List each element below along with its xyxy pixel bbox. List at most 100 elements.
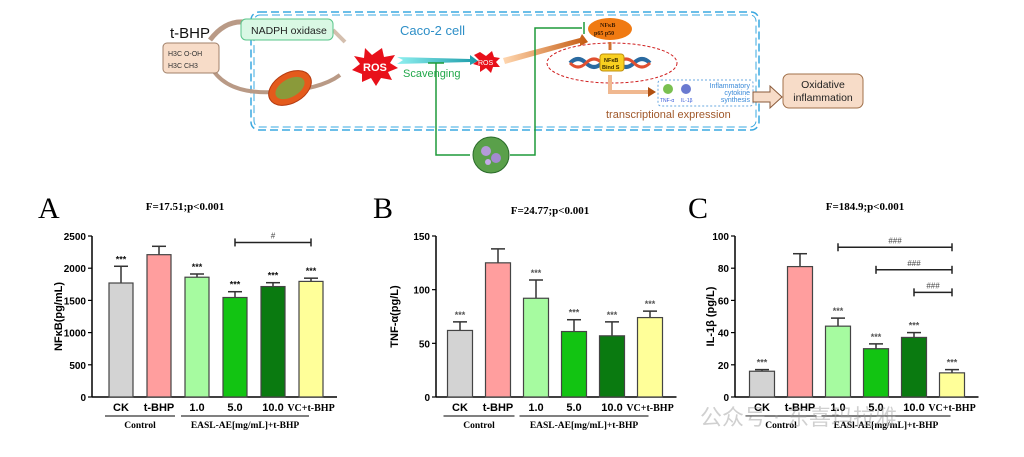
bracket-label: ### xyxy=(888,236,902,245)
bar-5.0 xyxy=(222,296,248,398)
nfkb-complex xyxy=(588,18,632,40)
x-tick-label: 5.0 xyxy=(227,402,242,414)
bracket-label: ### xyxy=(926,281,940,290)
ros-to-nfkb-arrow xyxy=(503,34,588,64)
bar-VC+t-BHP xyxy=(298,280,324,398)
x-tick-label: 1.0 xyxy=(189,402,204,414)
bar-VC+t-BHP xyxy=(938,372,966,398)
bar-CK xyxy=(748,370,776,398)
bar-1.0 xyxy=(184,276,210,398)
x-tick-label: VC+t-BHP xyxy=(287,403,334,414)
bar-1.0 xyxy=(824,325,852,398)
group-label: EASL-AE[mg/mL]+t-BHP xyxy=(191,421,300,431)
oxidative-inflammation-box xyxy=(782,73,864,109)
y-tick-label: 0 xyxy=(80,393,86,404)
nadph-oxidase-box xyxy=(240,18,334,41)
significance-label: *** xyxy=(268,271,279,281)
svg-text:H3C O-OH: H3C O-OH xyxy=(168,51,202,58)
svg-text:Bind S: Bind S xyxy=(602,65,620,71)
bar-1.0 xyxy=(522,297,550,398)
inhibition-line xyxy=(435,27,582,156)
y-tick-label: 150 xyxy=(413,232,430,243)
svg-text:inflammation: inflammation xyxy=(793,92,853,104)
significance-label: *** xyxy=(757,358,768,368)
x-tick-label: t-BHP xyxy=(483,402,514,414)
x-tick-label: CK xyxy=(754,402,770,414)
y-tick-label: 1500 xyxy=(64,296,87,307)
bar-10.0 xyxy=(598,335,626,398)
ros-burst-small-icon xyxy=(473,51,500,73)
svg-text:IL-1β: IL-1β xyxy=(681,98,693,104)
significance-label: *** xyxy=(871,332,882,342)
y-tick-label: 40 xyxy=(718,329,730,340)
bar-CK xyxy=(446,329,474,398)
ros-burst-icon xyxy=(352,48,398,86)
plant-extract-icon xyxy=(472,136,510,174)
y-tick-label: 0 xyxy=(723,393,729,404)
group-label: Control xyxy=(124,421,156,431)
x-tick-label: 10.0 xyxy=(903,402,924,414)
y-tick-label: 2000 xyxy=(64,264,87,275)
ros-arrow xyxy=(397,55,478,65)
svg-text:TNF-α: TNF-α xyxy=(660,98,674,104)
bar-VC+t-BHP xyxy=(636,316,664,398)
mechanism-diagram: t-BHP H3C O-OH H3C CH3 NADPH oxidase Cac… xyxy=(162,11,864,174)
y-tick-label: 60 xyxy=(718,296,730,307)
svg-text:Inflammatory: Inflammatory xyxy=(710,83,751,90)
svg-text:Oxidative: Oxidative xyxy=(801,79,845,91)
tbhp-label: t-BHP xyxy=(170,25,210,42)
tnf-protein-icon xyxy=(663,84,673,94)
significance-label: *** xyxy=(833,306,844,316)
tbhp-structure xyxy=(162,42,220,74)
y-tick-label: 1000 xyxy=(64,329,87,340)
group-label: EASL-AE[mg/mL]+t-BHP xyxy=(530,421,639,431)
svg-text:NADPH oxidase: NADPH oxidase xyxy=(251,25,327,37)
chart-title: F=24.77;p<0.001 xyxy=(511,205,590,217)
bar-5.0 xyxy=(560,330,588,398)
y-tick-label: 2500 xyxy=(64,232,87,243)
significance-label: *** xyxy=(116,254,127,264)
bracket-label: ### xyxy=(907,259,921,268)
significance-label: *** xyxy=(909,321,920,331)
significance-label: *** xyxy=(607,310,618,320)
watermark: 公众号 · 东喜玛拉雅 xyxy=(700,406,897,431)
transcription-label: transcriptional expression xyxy=(606,109,731,121)
svg-text:NFκB: NFκB xyxy=(600,23,615,29)
significance-label: *** xyxy=(230,280,241,290)
x-tick-label: 1.0 xyxy=(528,402,543,414)
x-tick-label: 10.0 xyxy=(262,402,283,414)
significance-label: *** xyxy=(947,358,958,368)
transcription-arrow xyxy=(608,75,650,94)
cell-boundary xyxy=(250,11,760,131)
x-tick-label: CK xyxy=(113,402,129,414)
bar-t-BHP xyxy=(786,265,814,398)
y-tick-label: 20 xyxy=(718,361,730,372)
panel-letter: B xyxy=(373,192,393,225)
y-axis-label: IL-1β (pg/L) xyxy=(705,286,717,346)
svg-text:H3C CH3: H3C CH3 xyxy=(168,63,198,70)
cell-label: Caco-2 cell xyxy=(400,23,465,38)
chart-title: F=17.51;p<0.001 xyxy=(146,201,225,213)
y-tick-label: 100 xyxy=(413,286,430,297)
significance-label: *** xyxy=(569,308,580,318)
significance-label: *** xyxy=(192,262,203,272)
group-label: EASl-AE[mg/mL]+t-BHP xyxy=(834,421,939,431)
y-axis-label: NFκB(pg/mL) xyxy=(53,282,65,351)
y-tick-label: 0 xyxy=(424,393,430,404)
svg-text:cytokine: cytokine xyxy=(724,90,750,97)
x-tick-label: CK xyxy=(452,402,468,414)
significance-label: *** xyxy=(455,310,466,320)
y-tick-label: 100 xyxy=(712,232,729,243)
x-tick-label: t-BHP xyxy=(144,402,175,414)
y-tick-label: 500 xyxy=(69,361,86,372)
x-tick-label: 1.0 xyxy=(830,402,845,414)
group-label: Control xyxy=(765,421,797,431)
il1b-protein-icon xyxy=(681,84,691,94)
svg-text:synthesis: synthesis xyxy=(721,97,751,104)
x-tick-label: t-BHP xyxy=(785,402,816,414)
bracket-label: # xyxy=(271,231,276,240)
bar-CK xyxy=(108,282,134,398)
y-axis-label: TNF-α(pg/L) xyxy=(389,285,401,348)
outcome-arrow xyxy=(752,84,783,110)
x-tick-label: 5.0 xyxy=(868,402,883,414)
